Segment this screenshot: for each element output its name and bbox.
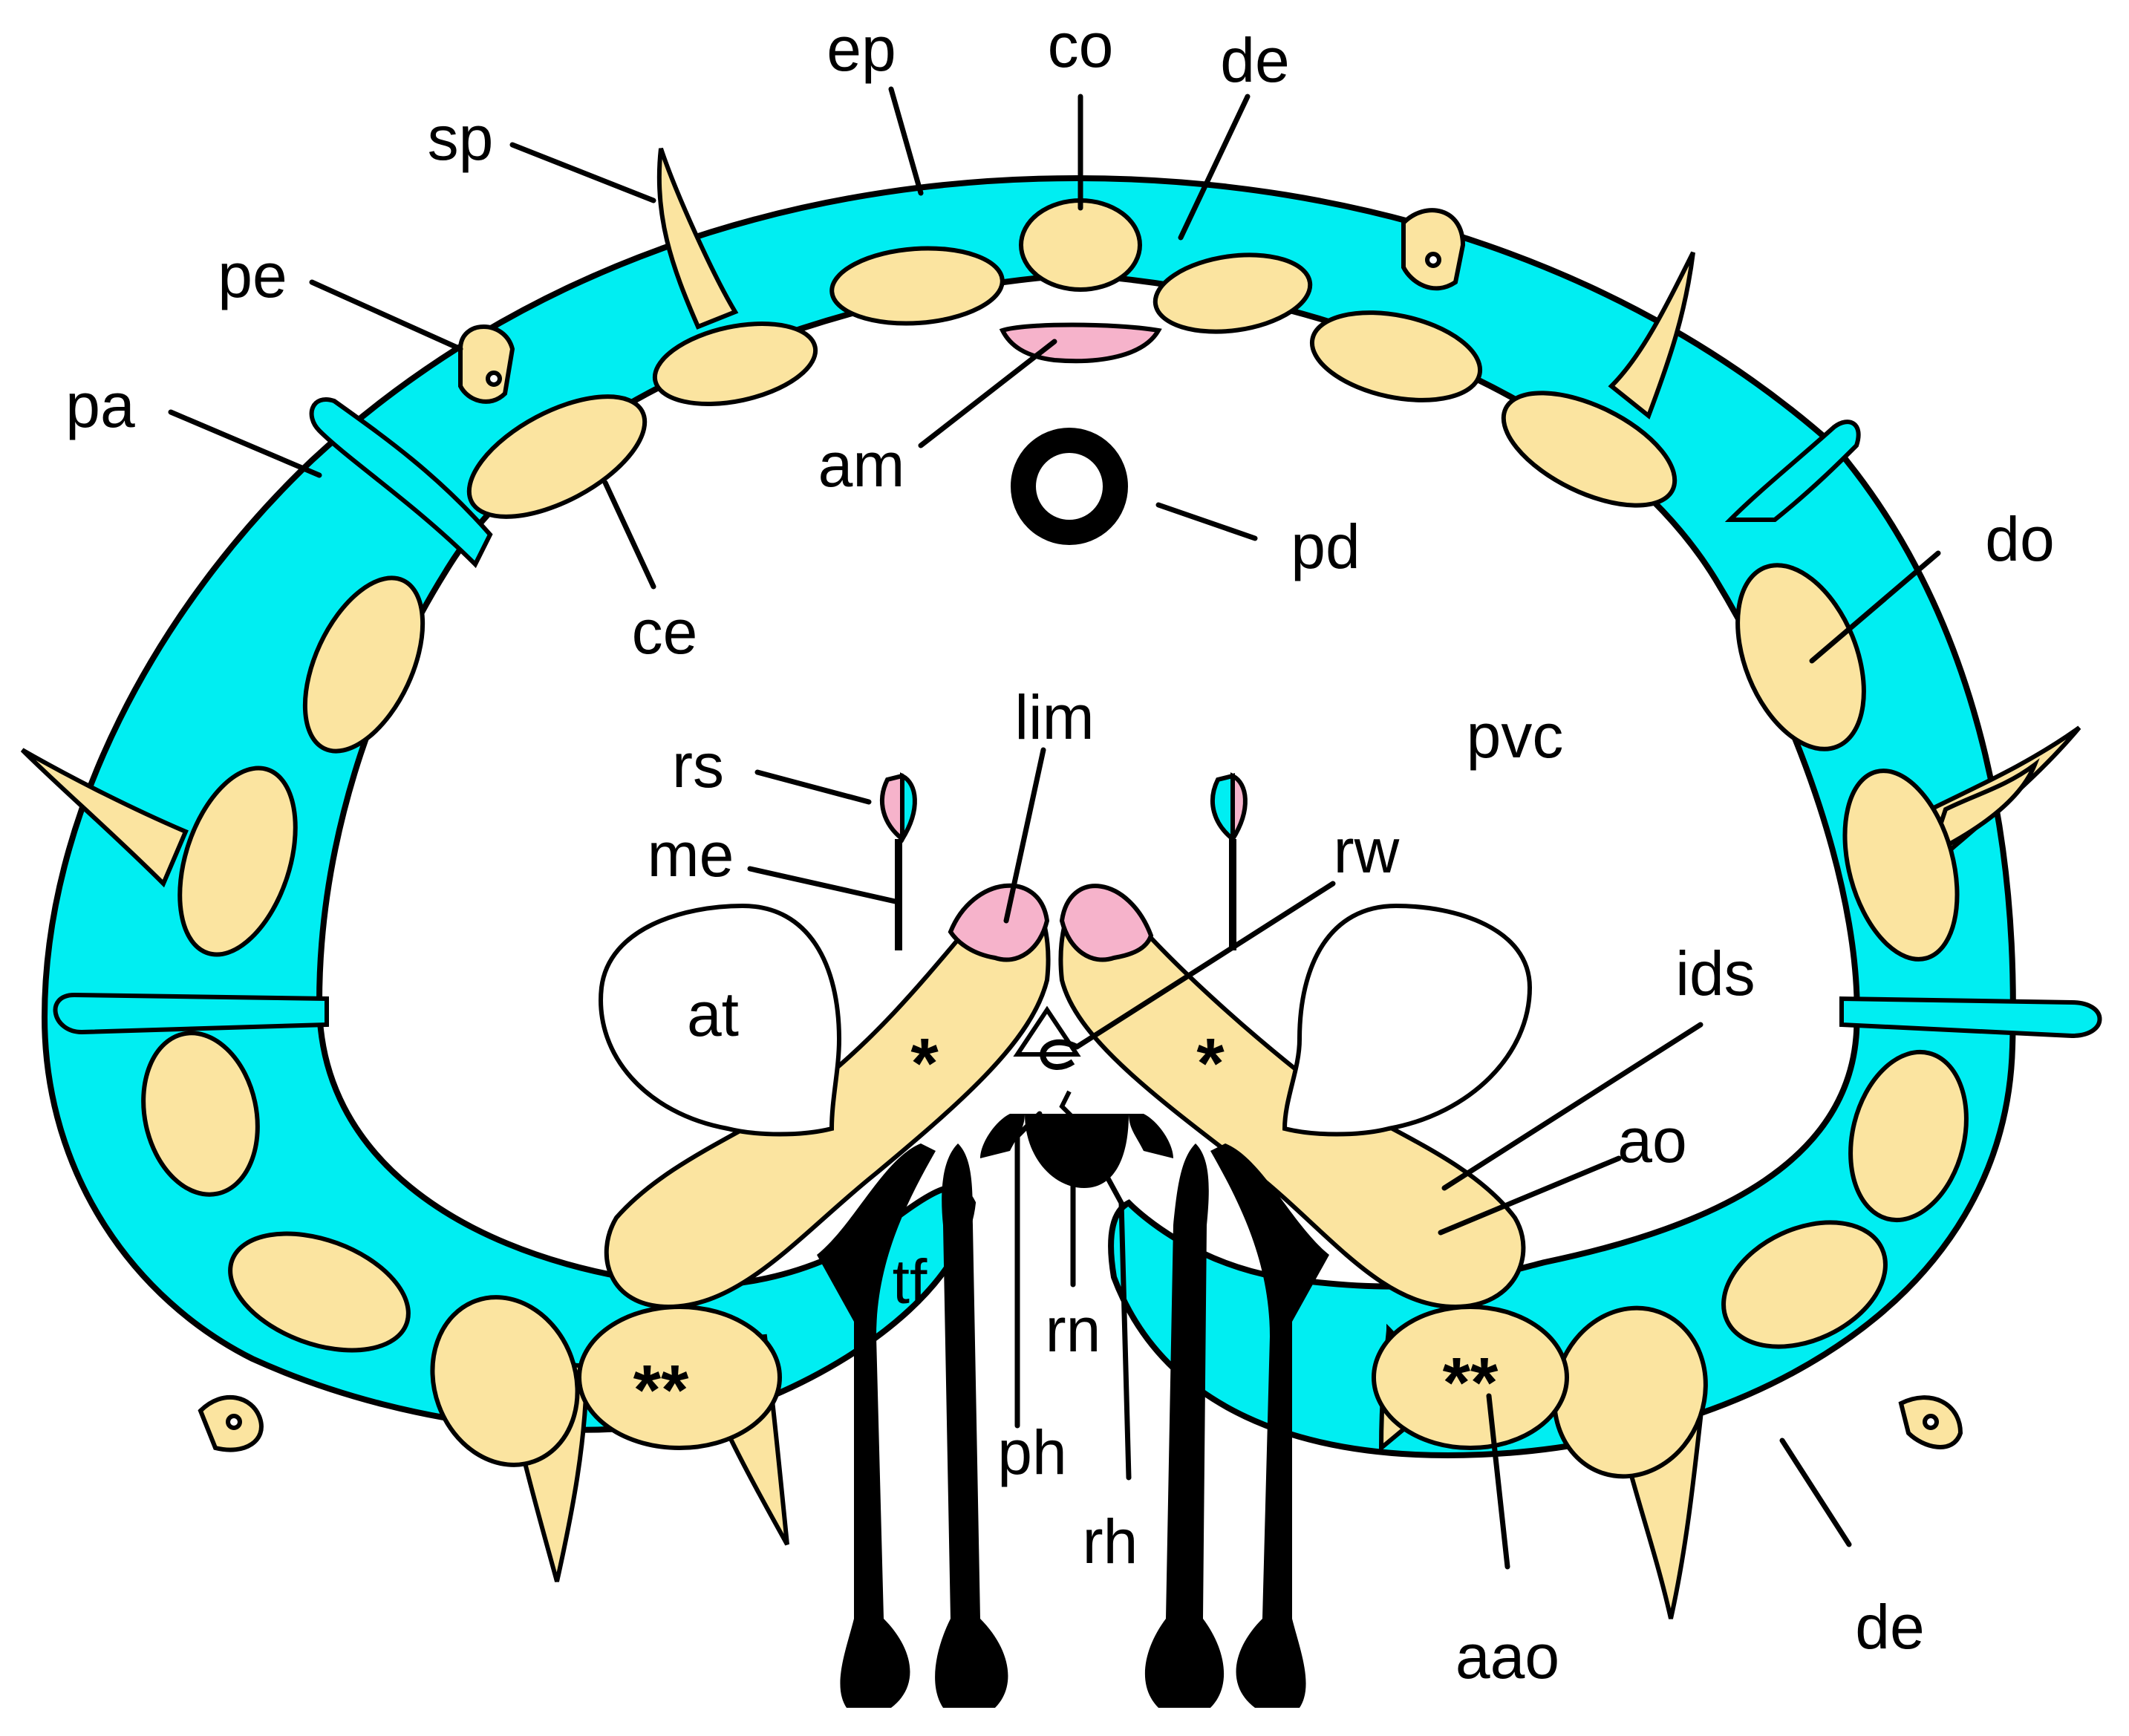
label-ids: ids (1675, 939, 1755, 1008)
radial-spaces (879, 772, 1248, 950)
ossicle (177, 766, 298, 957)
label-at: at (687, 979, 739, 1049)
label-do: do (1985, 504, 2054, 574)
label-pe: pe (218, 241, 287, 310)
label-ph: ph (997, 1417, 1066, 1487)
double-star-right: ** (1443, 1343, 1499, 1423)
label-de-bottom: de (1855, 1592, 1924, 1662)
label-ep: ep (827, 14, 896, 84)
label-aao: aao (1455, 1622, 1559, 1691)
carinal-ossicle (1019, 198, 1142, 292)
radial-nerve (1025, 1090, 1129, 1188)
star-right: * (1196, 1024, 1225, 1103)
label-de-top: de (1220, 25, 1289, 95)
pedicellaria (1401, 208, 1466, 291)
label-pd: pd (1291, 512, 1360, 581)
spine (1608, 251, 1695, 420)
ossicle (1735, 563, 1866, 751)
adambulacral-ossicles (577, 1305, 1569, 1450)
label-am: am (818, 430, 905, 500)
pedicellaria (1898, 1395, 1963, 1449)
label-rh: rh (1083, 1507, 1138, 1576)
papulae (53, 397, 2102, 1039)
ossicle (1152, 252, 1313, 334)
label-pa: pa (65, 371, 135, 440)
lim-left (948, 883, 1050, 962)
labels: ep co de sp pe pa am pd ce do rs lim pvc… (65, 10, 2054, 1691)
tube-foot (1210, 1143, 1329, 1708)
star-left: * (910, 1024, 939, 1103)
ossicle (302, 575, 426, 754)
ossicle (1848, 1049, 1969, 1223)
label-lim: lim (1014, 682, 1094, 752)
label-rw: rw (1334, 816, 1400, 886)
lim-right (1059, 884, 1154, 962)
label-ce: ce (632, 597, 698, 667)
ampulla-left (599, 903, 842, 1137)
radial-water-canal (1013, 1005, 1081, 1070)
ossicle (141, 1031, 260, 1197)
apical-muscle (999, 322, 1162, 364)
rs-right (1210, 773, 1236, 844)
label-co: co (1048, 10, 1114, 80)
ossicle (652, 322, 818, 406)
spine (20, 748, 189, 888)
tube-foot (1144, 1143, 1225, 1708)
label-ao: ao (1617, 1106, 1686, 1175)
tube-feet (817, 1114, 1329, 1708)
tube-foot (817, 1143, 936, 1708)
pedicellaria (198, 1395, 264, 1452)
ossicle (1309, 310, 1483, 402)
double-star-left: ** (633, 1351, 689, 1430)
label-rs: rs (672, 731, 724, 800)
label-me: me (648, 820, 734, 890)
ossicle (1721, 1220, 1888, 1349)
pedicellaria (458, 324, 515, 404)
papula (1839, 996, 2102, 1039)
ossicle (228, 1231, 411, 1353)
ossicle (466, 394, 648, 519)
interradial-muscles (948, 883, 1154, 962)
papula (53, 992, 329, 1035)
radial-hemal-canal (1059, 1090, 1077, 1131)
spine (656, 148, 739, 330)
papula (1724, 420, 1861, 522)
ossicle (430, 1295, 580, 1467)
ossicle (1501, 391, 1678, 508)
podial-hydrocoel (980, 1114, 1025, 1158)
label-rn: rn (1046, 1295, 1101, 1365)
papula (309, 397, 493, 569)
ampullae (599, 903, 1533, 1137)
label-tf: tf (893, 1247, 927, 1316)
pedicellariae (198, 208, 1963, 1452)
ampulla-right (1282, 903, 1533, 1137)
pyloric-duct (1011, 428, 1128, 545)
tube-foot (935, 1143, 1008, 1708)
label-pvc: pvc (1467, 701, 1564, 771)
ossicle (829, 246, 1005, 326)
leader-lines (168, 86, 1941, 1570)
body-wall-ossicles (141, 198, 1969, 1479)
ossicle (1842, 769, 1960, 962)
podial-hydrocoel (1129, 1114, 1173, 1158)
label-sp: sp (428, 103, 494, 173)
